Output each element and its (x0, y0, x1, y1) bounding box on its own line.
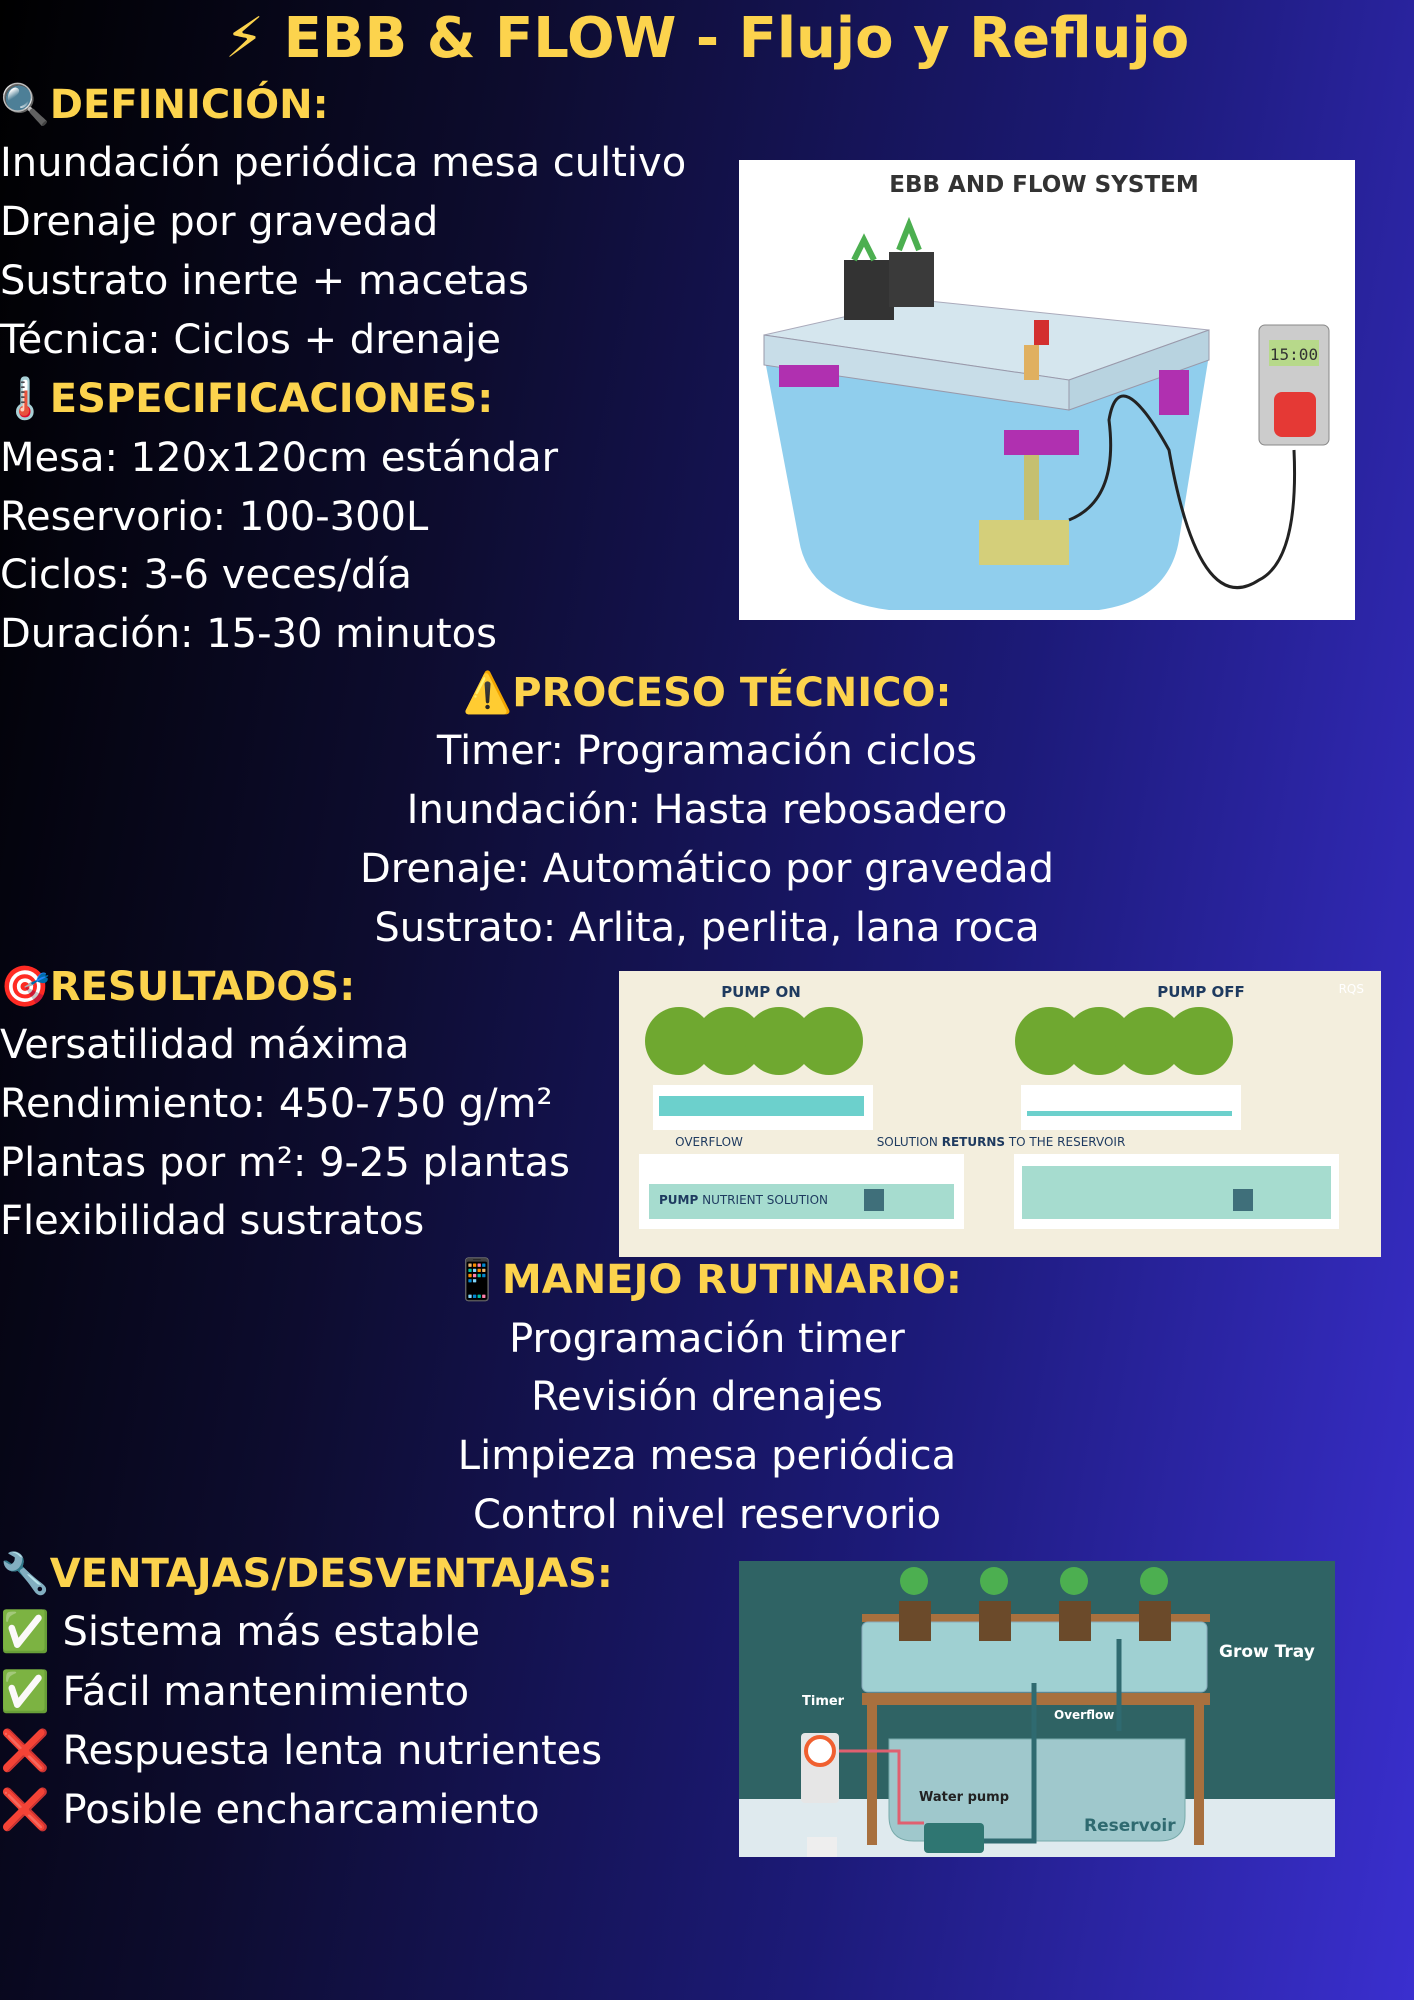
manejo-line: Programación timer (509, 1316, 905, 1362)
especificaciones-line: Reservorio: 100-300L (0, 494, 429, 540)
rqs-logo: RQS (1339, 982, 1364, 996)
ebb-flow-system-illustration: EBB AND FLOW SYSTEM 15:00 (739, 160, 1355, 620)
returns-c: TO THE RESERVOIR (1005, 1135, 1125, 1149)
pump-off-title: PUMP OFF (1157, 983, 1245, 1001)
returns-b: RETURNS (942, 1135, 1005, 1149)
definicion-line: Sustrato inerte + macetas (0, 258, 529, 304)
proceso-line: Inundación: Hasta rebosadero (406, 787, 1008, 833)
pump-icon (864, 1189, 884, 1211)
definicion-line: Técnica: Ciclos + drenaje (0, 317, 501, 363)
ventaja-line: ✅ Sistema más estable (0, 1609, 481, 1655)
svg-text:PUMP NUTRIENT SOLUTION: PUMP NUTRIENT SOLUTION (659, 1193, 828, 1207)
resultados-line: Versatilidad máxima (0, 1022, 410, 1068)
manejo-line: Control nivel reservorio (472, 1492, 942, 1538)
returns-a: SOLUTION (877, 1135, 942, 1149)
svg-text:SOLUTION RETURNS TO THE RESERV: SOLUTION RETURNS TO THE RESERVOIR (877, 1135, 1126, 1149)
grow-tray-label: Grow Tray (1219, 1642, 1315, 1662)
section-heading-proceso: ⚠️PROCESO TÉCNICO: (462, 670, 952, 716)
desventaja-line: ❌ Respuesta lenta nutrientes (0, 1728, 603, 1774)
resultados-line: Rendimiento: 450-750 g/m² (0, 1081, 553, 1127)
pump-icon (1233, 1189, 1253, 1211)
pump-label-bold: PUMP (659, 1193, 698, 1207)
proceso-line: Drenaje: Automático por gravedad (359, 846, 1055, 892)
manejo-line: Revisión drenajes (531, 1374, 883, 1420)
overflow-label: Overflow (1054, 1708, 1114, 1722)
water-pump-label: Water pump (919, 1790, 1009, 1805)
system-title: EBB AND FLOW SYSTEM (889, 172, 1198, 198)
timer-display: 15:00 (1270, 345, 1318, 364)
especificaciones-line: Duración: 15-30 minutos (0, 611, 497, 657)
section-heading-manejo: 📱MANEJO RUTINARIO: (452, 1257, 962, 1303)
pump-label-rest: NUTRIENT SOLUTION (698, 1193, 828, 1207)
proceso-line: Timer: Programación ciclos (436, 728, 978, 774)
proceso-line: Sustrato: Arlita, perlita, lana roca (374, 905, 1040, 951)
section-heading-definicion: 🔍DEFINICIÓN: (0, 82, 329, 128)
definicion-line: Inundación periódica mesa cultivo (0, 140, 687, 186)
page-title: ⚡ EBB & FLOW - Flujo y Reflujo (224, 6, 1190, 71)
reservoir-label: Reservoir (1084, 1816, 1176, 1836)
ventaja-line: ✅ Fácil mantenimiento (0, 1669, 470, 1715)
pump-on-off-illustration: PUMP ON PUMP OFF RQS OVERFLOW PUMP NUTRI… (619, 971, 1381, 1257)
ebb-flow-diagram: Timer Grow Tray Overflow Water pump Rese… (739, 1561, 1335, 1857)
overflow-label: OVERFLOW (675, 1135, 743, 1149)
section-heading-especificaciones: 🌡️ESPECIFICACIONES: (0, 376, 494, 422)
especificaciones-line: Ciclos: 3-6 veces/día (0, 552, 412, 598)
definicion-line: Drenaje por gravedad (0, 199, 439, 245)
desventaja-line: ❌ Posible encharcamiento (0, 1787, 540, 1833)
timer-label: Timer (802, 1694, 845, 1709)
manejo-line: Limpieza mesa periódica (457, 1433, 957, 1479)
section-heading-ventajas: 🔧VENTAJAS/DESVENTAJAS: (0, 1551, 613, 1597)
especificaciones-line: Mesa: 120x120cm estándar (0, 435, 559, 481)
pump-on-title: PUMP ON (721, 983, 801, 1001)
section-heading-resultados: 🎯RESULTADOS: (0, 964, 356, 1010)
resultados-line: Flexibilidad sustratos (0, 1198, 425, 1244)
resultados-line: Plantas por m²: 9-25 plantas (0, 1140, 570, 1186)
